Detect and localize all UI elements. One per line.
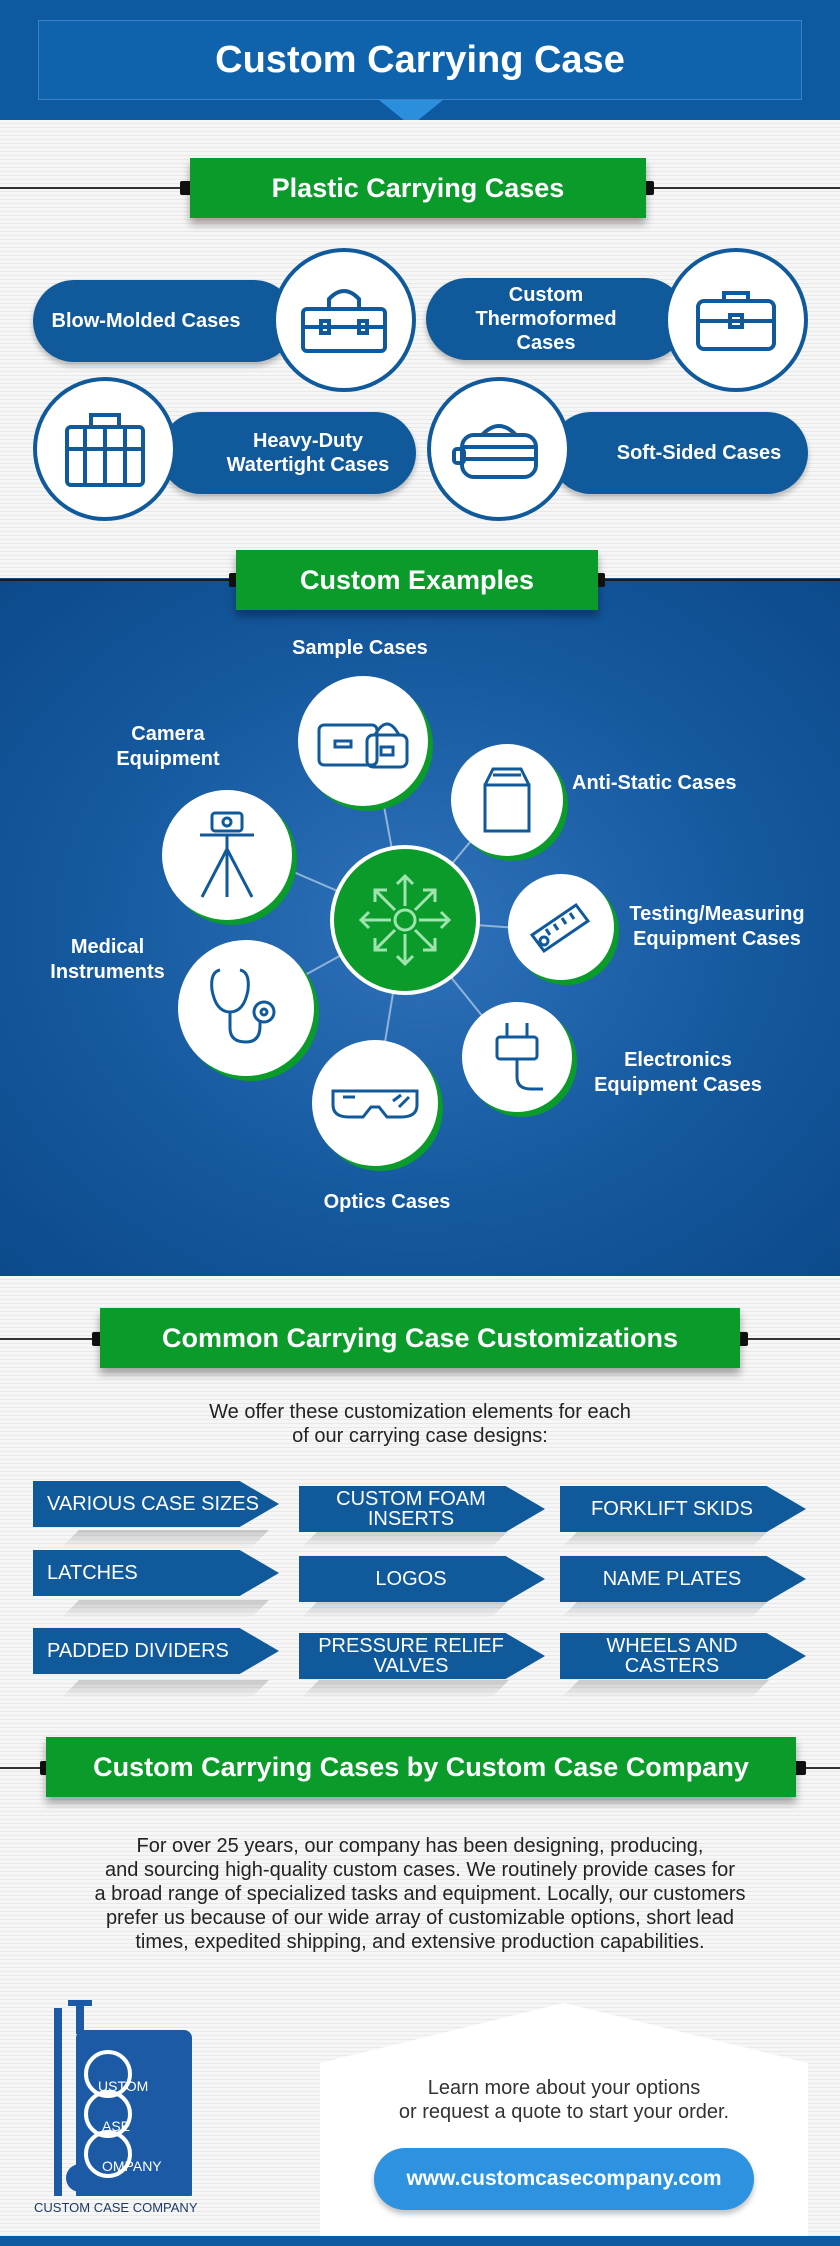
plastic-item-label: Custom Thermoformed Cases xyxy=(426,278,686,360)
briefcase-icon xyxy=(664,248,808,392)
customization-tag: VARIOUS CASE SIZES xyxy=(33,1481,279,1527)
arrow-shadow xyxy=(561,1680,769,1698)
example-label: Testing/Measuring Equipment Cases xyxy=(629,903,805,950)
logo-caption: CUSTOM CASE COMPANY xyxy=(34,2200,198,2215)
company-logo: USTOM ASE OMPANY CUSTOM CASE COMPANY xyxy=(30,2000,220,2216)
example-label: Medical Instruments xyxy=(50,936,165,983)
plastic-item-label: Heavy-Duty Watertight Cases xyxy=(160,412,416,494)
logo-letters: USTOM xyxy=(98,2078,149,2094)
customization-tag: LATCHES xyxy=(33,1550,279,1596)
example-label: Camera Equipment xyxy=(116,723,220,770)
customization-tag: LOGOS xyxy=(299,1556,545,1602)
tripod-icon xyxy=(162,790,292,920)
customization-tag: WHEELS AND CASTERS xyxy=(560,1633,806,1679)
example-label: Sample Cases xyxy=(292,637,428,659)
arrow-shadow xyxy=(61,1680,269,1698)
plastic-item-label: Blow-Molded Cases xyxy=(33,280,295,362)
example-label: Electronics Equipment Cases xyxy=(594,1049,762,1096)
plug-icon xyxy=(462,1002,572,1112)
arrow-shadow xyxy=(301,1600,509,1618)
examples-section-title: Custom Examples xyxy=(236,550,598,610)
arrow-shadow xyxy=(61,1530,269,1548)
customization-tag: CUSTOM FOAM INSERTS xyxy=(299,1486,545,1532)
customization-tag: PRESSURE RELIEF VALVES xyxy=(299,1633,545,1679)
goggles-icon xyxy=(312,1040,438,1166)
example-label: Optics Cases xyxy=(323,1191,451,1213)
cta-text: Learn more about your options or request… xyxy=(398,2077,730,2123)
arrow-shadow xyxy=(61,1600,269,1618)
footer-bar xyxy=(0,2236,840,2246)
example-label: Anti-Static Cases xyxy=(572,772,737,794)
hard-case-icon xyxy=(33,377,177,521)
header-box: Custom Carrying Case xyxy=(38,20,802,100)
arrow-shadow xyxy=(301,1680,509,1698)
website-link-button[interactable]: www.customcasecompany.com xyxy=(374,2148,754,2210)
duffel-bag-icon xyxy=(427,377,571,521)
expand-arrows-icon xyxy=(330,845,480,995)
customization-tag: PADDED DIVIDERS xyxy=(33,1628,279,1674)
page-title: Custom Carrying Case xyxy=(215,38,625,81)
toolbox-icon xyxy=(272,248,416,392)
customizations-intro: We offer these customization elements fo… xyxy=(209,1401,631,1447)
arrow-shadow xyxy=(301,1530,509,1548)
measuring-tool-icon xyxy=(508,874,614,980)
plastic-item-label: Soft-Sided Cases xyxy=(550,412,808,494)
company-title: Custom Carrying Cases by Custom Case Com… xyxy=(46,1737,796,1797)
plastic-section-title: Plastic Carrying Cases xyxy=(190,158,646,218)
arrow-shadow xyxy=(561,1530,769,1548)
company-description: For over 25 years, our company has been … xyxy=(94,1835,746,1953)
customization-tag: NAME PLATES xyxy=(560,1556,806,1602)
logo-letters: ASE xyxy=(102,2118,131,2134)
bag-icon xyxy=(451,744,563,856)
customizations-title: Common Carrying Case Customizations xyxy=(100,1308,740,1368)
logo-luggage-icon xyxy=(54,2000,192,2202)
arrow-shadow xyxy=(561,1600,769,1618)
sample-cases-icon xyxy=(298,676,428,806)
customization-tag: FORKLIFT SKIDS xyxy=(560,1486,806,1532)
logo-letters: OMPANY xyxy=(102,2158,162,2174)
stethoscope-icon xyxy=(178,940,314,1076)
